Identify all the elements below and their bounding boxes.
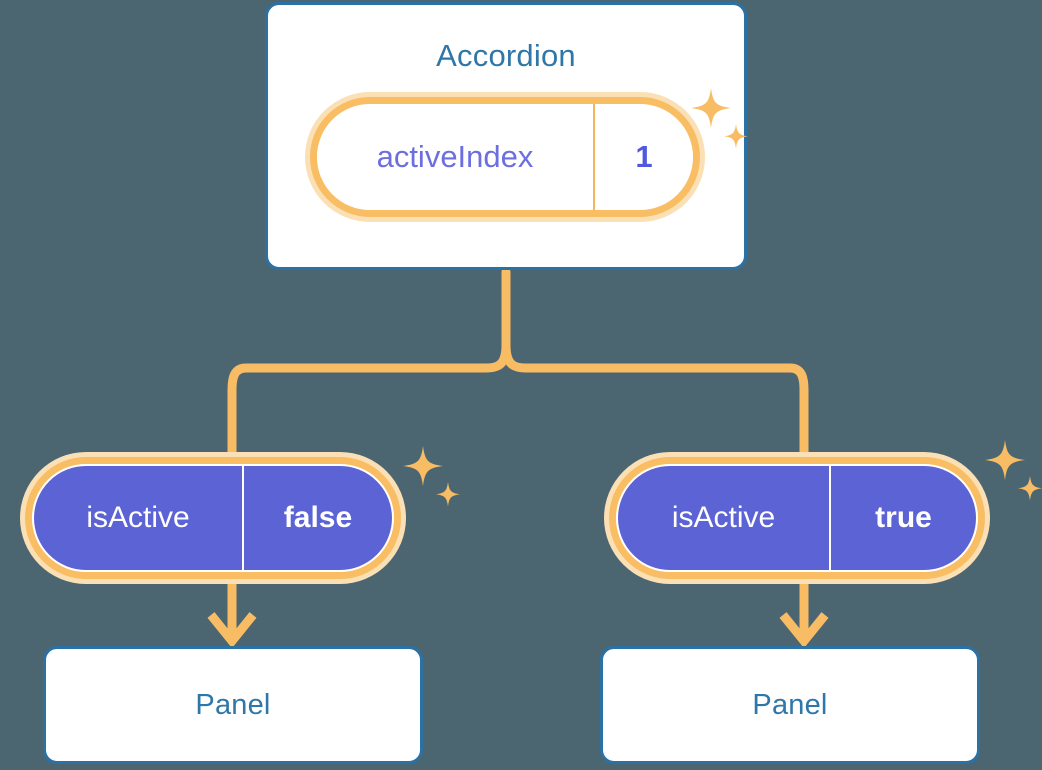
panel-title: Panel	[195, 688, 271, 721]
prop-pill-body: isActive true	[616, 464, 978, 572]
sparkle-large-icon	[985, 440, 1025, 480]
wire-branch-right	[501, 340, 809, 457]
prop-pill-ring: isActive true	[609, 457, 985, 579]
prop-pill-isactive-true[interactable]: isActive true	[604, 452, 990, 584]
prop-key-label: isActive	[618, 466, 831, 570]
state-pill-ring: activeIndex 1	[310, 97, 700, 217]
state-pill-body: activeIndex 1	[317, 104, 693, 210]
arrow-head-right-icon	[779, 612, 829, 649]
sparkle-small-icon	[1018, 476, 1042, 501]
prop-value-label: true	[875, 501, 932, 534]
state-key-label: activeIndex	[317, 104, 595, 210]
state-value-label: 1	[635, 139, 653, 174]
component-card-panel-right[interactable]: Panel	[600, 646, 980, 764]
sparkle-small-icon	[436, 482, 460, 507]
page-title: Accordion	[436, 38, 576, 73]
arrow-head-left-icon	[207, 612, 257, 649]
prop-value-label: false	[283, 501, 353, 534]
prop-pill-isactive-false[interactable]: isActive false	[20, 452, 406, 584]
sparkle-group-right-pill	[980, 434, 1042, 519]
wire-branch-left	[227, 340, 511, 457]
component-card-panel-left[interactable]: Panel	[43, 646, 423, 764]
sparkle-large-icon	[403, 446, 443, 486]
prop-pill-ring: isActive false	[25, 457, 401, 579]
prop-key-label: isActive	[34, 466, 244, 570]
prop-pill-body: isActive false	[32, 464, 394, 572]
sparkle-group-left-pill	[398, 440, 468, 525]
panel-title: Panel	[752, 688, 828, 721]
state-pill-activeindex[interactable]: activeIndex 1	[305, 92, 705, 222]
